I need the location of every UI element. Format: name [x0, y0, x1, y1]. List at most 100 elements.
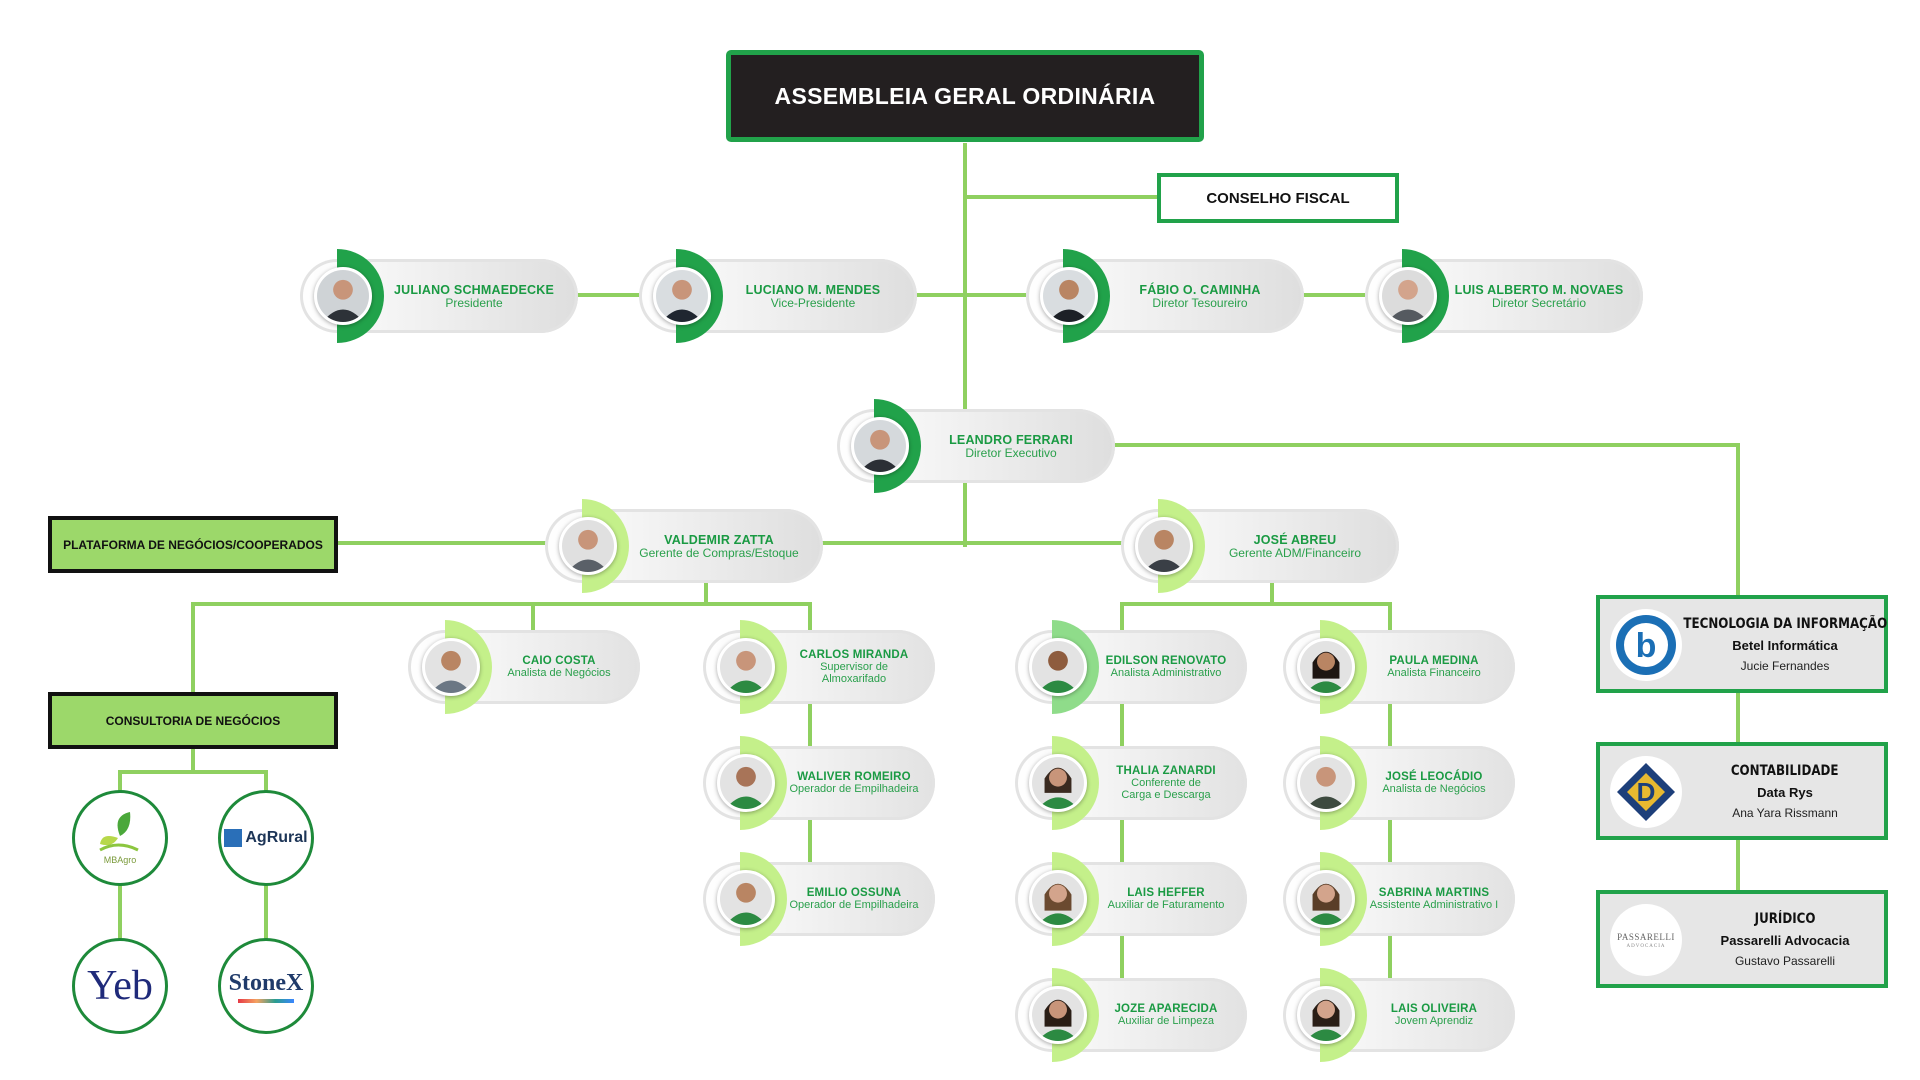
person-name: JOSÉ ABREU [1253, 532, 1337, 547]
betel-letter: b [1636, 627, 1657, 665]
service-box-accounting: D CONTABILIDADE Data Rys Ana Yara Rissma… [1596, 742, 1888, 840]
person-photo [717, 870, 775, 928]
person-photo [1029, 986, 1087, 1044]
person-photo [1297, 986, 1355, 1044]
person-photo [1297, 754, 1355, 812]
person-photo [1029, 638, 1087, 696]
partner-label: Yeb [87, 963, 153, 1009]
person-photo [1029, 870, 1087, 928]
person-role: Diretor Secretário [1491, 295, 1587, 310]
person-name: EMILIO OSSUNA [806, 887, 902, 899]
partner-label: AgRural [245, 829, 308, 846]
person-name: JULIANO SCHMAEDECKE [393, 282, 555, 297]
person-role: Conferente de Carga e Descarga [1121, 777, 1211, 801]
person-name: SABRINA MARTINS [1378, 887, 1490, 899]
partner-label: StoneX [228, 969, 304, 996]
partner-logo-yeb: Yeb [72, 938, 168, 1034]
datarys-letter: D [1637, 777, 1656, 807]
betel-b-icon: b [1616, 615, 1676, 675]
service-box-it: b TECNOLOGIA DA INFORMAÇÃO Betel Informá… [1596, 595, 1888, 693]
person-photo [422, 638, 480, 696]
person-name: LAIS HEFFER [1127, 887, 1205, 899]
service-company: Passarelli Advocacia [1720, 932, 1850, 948]
person-role: Analista Administrativo [1110, 667, 1222, 679]
service-title: JURÍDICO [1754, 910, 1816, 927]
passarelli-wordmark: PASSARELLI [1617, 931, 1675, 942]
person-name: WALIVER ROMEIRO [797, 771, 911, 783]
person-name: LUIS ALBERTO M. NOVAES [1454, 282, 1624, 297]
person-name: CARLOS MIRANDA [799, 649, 909, 661]
service-contact: Gustavo Passarelli [1734, 953, 1836, 968]
person-photo [653, 267, 711, 325]
agrural-mark-icon [224, 829, 243, 847]
general-assembly-box: ASSEMBLEIA GERAL ORDINÁRIA [726, 50, 1204, 142]
leaf-logo-icon: MBAgro [99, 812, 139, 865]
partner-label: MBAgro [104, 855, 137, 865]
person-name: JOZE APARECIDA [1114, 1003, 1218, 1015]
person-name: LEANDRO FERRARI [949, 432, 1073, 447]
person-role: Auxiliar de Faturamento [1107, 899, 1225, 911]
business-consulting-box: CONSULTORIA DE NEGÓCIOS [48, 692, 338, 749]
person-role: Gerente ADM/Financeiro [1228, 545, 1362, 560]
person-name: CAIO COSTA [522, 655, 596, 667]
stonex-color-bar [238, 998, 294, 1003]
person-role: Analista Financeiro [1387, 667, 1481, 679]
fiscal-council-box: CONSELHO FISCAL [1157, 173, 1399, 223]
person-photo [1029, 754, 1087, 812]
passarelli-subtitle: ADVOCACIA [1626, 943, 1666, 949]
person-name: PAULA MEDINA [1389, 655, 1479, 667]
person-photo [1297, 638, 1355, 696]
person-photo [851, 417, 909, 475]
person-role: Gerente de Compras/Estoque [639, 545, 799, 560]
partner-logo-agrural: AgRural [218, 790, 314, 886]
service-contact: Ana Yara Rissmann [1732, 805, 1838, 820]
service-company: Betel Informática [1732, 637, 1838, 653]
person-role: Diretor Tesoureiro [1152, 295, 1248, 310]
service-company: Data Rys [1757, 784, 1813, 800]
business-platform-box: PLATAFORMA DE NEGÓCIOS/COOPERADOS [48, 516, 338, 573]
person-photo [1040, 267, 1098, 325]
person-photo [1135, 517, 1193, 575]
person-role: Analista de Negócios [1382, 783, 1486, 795]
service-contact: Jucie Fernandes [1740, 658, 1830, 673]
betel-logo: b [1610, 609, 1682, 681]
person-name: FÁBIO O. CAMINHA [1139, 282, 1261, 297]
person-role: Auxiliar de Limpeza [1118, 1015, 1214, 1027]
partner-logo-stonex: StoneX [218, 938, 314, 1034]
person-role: Assistente Administrativo I [1369, 899, 1499, 911]
person-name: THALIA ZANARDI [1116, 765, 1216, 777]
person-role: Analista de Negócios [507, 667, 611, 679]
passarelli-logo: PASSARELLI ADVOCACIA [1610, 904, 1682, 976]
person-name: LUCIANO M. MENDES [745, 282, 881, 297]
datarys-logo: D [1610, 756, 1682, 828]
service-box-legal: PASSARELLI ADVOCACIA JURÍDICO Passarelli… [1596, 890, 1888, 988]
person-photo [1379, 267, 1437, 325]
person-photo [717, 754, 775, 812]
person-name: EDILSON RENOVATO [1105, 655, 1227, 667]
person-name: JOSÉ LEOCÁDIO [1385, 771, 1483, 783]
person-photo [314, 267, 372, 325]
person-role: Diretor Executivo [965, 445, 1057, 460]
partner-logo-mbagro: MBAgro [72, 790, 168, 886]
service-title: CONTABILIDADE [1731, 762, 1839, 779]
person-photo [717, 638, 775, 696]
person-role: Vice-Presidente [770, 295, 856, 310]
service-title: TECNOLOGIA DA INFORMAÇÃO [1683, 615, 1887, 632]
person-role: Presidente [445, 295, 503, 310]
